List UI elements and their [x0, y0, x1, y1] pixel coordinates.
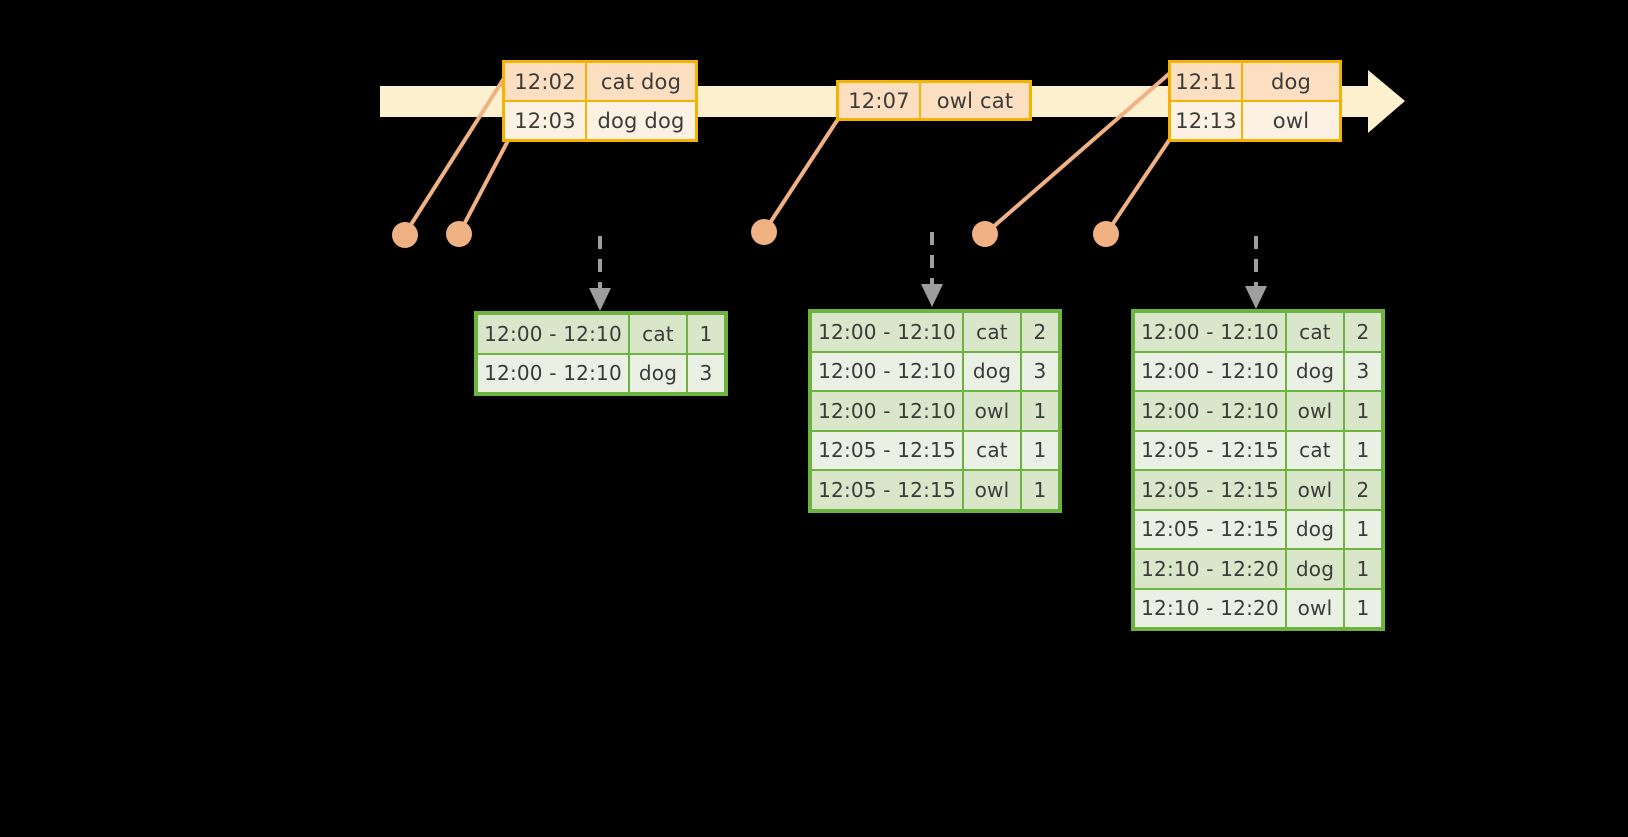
cell-count: 1 [1022, 471, 1058, 509]
cell-window: 12:00 - 12:10 [478, 315, 628, 353]
connector-dot-3 [751, 219, 777, 245]
cell-count: 1 [1022, 392, 1058, 430]
connector-dot-1 [392, 222, 418, 248]
cell-window: 12:10 - 12:20 [1135, 589, 1285, 627]
cell-word: dog [630, 354, 686, 392]
connector-lines [403, 64, 1180, 236]
cell-count: 2 [1345, 313, 1381, 351]
cell-window: 12:05 - 12:15 [1135, 510, 1285, 548]
cell-count: 1 [1345, 510, 1381, 548]
connector-dot-2 [446, 221, 472, 247]
event-time: 12:02 [505, 63, 587, 100]
event-words: dog [1243, 63, 1339, 100]
cell-word: dog [1287, 510, 1343, 548]
cell-word: owl [1287, 471, 1343, 509]
cell-word: owl [1287, 589, 1343, 627]
cell-count: 1 [1345, 589, 1381, 627]
cell-window: 12:00 - 12:10 [478, 354, 628, 392]
cell-word: dog [964, 352, 1020, 390]
cell-count: 1 [1022, 431, 1058, 469]
cell-window: 12:05 - 12:15 [812, 431, 962, 469]
cell-word: owl [1287, 392, 1343, 430]
cell-word: dog [1287, 352, 1343, 390]
dashed-arrow-shafts [598, 232, 1258, 290]
connector-dots [392, 219, 1119, 248]
cell-window: 12:00 - 12:10 [1135, 352, 1285, 390]
cell-word: cat [964, 313, 1020, 351]
cell-window: 12:00 - 12:10 [1135, 313, 1285, 351]
event-words: owl cat [921, 83, 1029, 118]
event-box-group-3[interactable]: 12:11 dog 12:13 owl [1168, 60, 1342, 142]
event-row[interactable]: 12:13 owl [1171, 100, 1339, 139]
cell-word: cat [964, 431, 1020, 469]
cell-count: 1 [1345, 550, 1381, 588]
cell-word: cat [1287, 431, 1343, 469]
event-row[interactable]: 12:03 dog dog [505, 100, 695, 139]
cell-count: 1 [1345, 392, 1381, 430]
cell-word: owl [964, 471, 1020, 509]
event-words: owl [1243, 102, 1339, 139]
cell-word: cat [630, 315, 686, 353]
cell-window: 12:10 - 12:20 [1135, 550, 1285, 588]
cell-word: dog [1287, 550, 1343, 588]
event-time: 12:11 [1171, 63, 1243, 100]
cell-count: 2 [1345, 471, 1381, 509]
event-row[interactable]: 12:07 owl cat [839, 83, 1029, 118]
connector-dot-5 [1093, 221, 1119, 247]
event-time: 12:13 [1171, 102, 1243, 139]
cell-count: 2 [1022, 313, 1058, 351]
cell-count: 3 [688, 354, 724, 392]
cell-word: cat [1287, 313, 1343, 351]
cell-count: 1 [1345, 431, 1381, 469]
event-row[interactable]: 12:02 cat dog [505, 63, 695, 100]
cell-window: 12:05 - 12:15 [1135, 431, 1285, 469]
cell-word: owl [964, 392, 1020, 430]
cell-window: 12:00 - 12:10 [812, 352, 962, 390]
event-box-group-2[interactable]: 12:07 owl cat [836, 80, 1032, 121]
cell-window: 12:05 - 12:15 [1135, 471, 1285, 509]
event-words: dog dog [587, 102, 695, 139]
dashed-arrow-heads [589, 284, 1267, 311]
event-words: cat dog [587, 63, 695, 100]
event-time: 12:07 [839, 83, 921, 118]
cell-window: 12:00 - 12:10 [812, 313, 962, 351]
cell-window: 12:00 - 12:10 [812, 392, 962, 430]
cell-count: 1 [688, 315, 724, 353]
cell-count: 3 [1345, 352, 1381, 390]
cell-window: 12:00 - 12:10 [1135, 392, 1285, 430]
event-row[interactable]: 12:11 dog [1171, 63, 1339, 100]
connector-dot-4 [972, 221, 998, 247]
event-box-group-1[interactable]: 12:02 cat dog 12:03 dog dog [502, 60, 698, 142]
cell-window: 12:05 - 12:15 [812, 471, 962, 509]
event-time: 12:03 [505, 102, 587, 139]
cell-count: 3 [1022, 352, 1058, 390]
